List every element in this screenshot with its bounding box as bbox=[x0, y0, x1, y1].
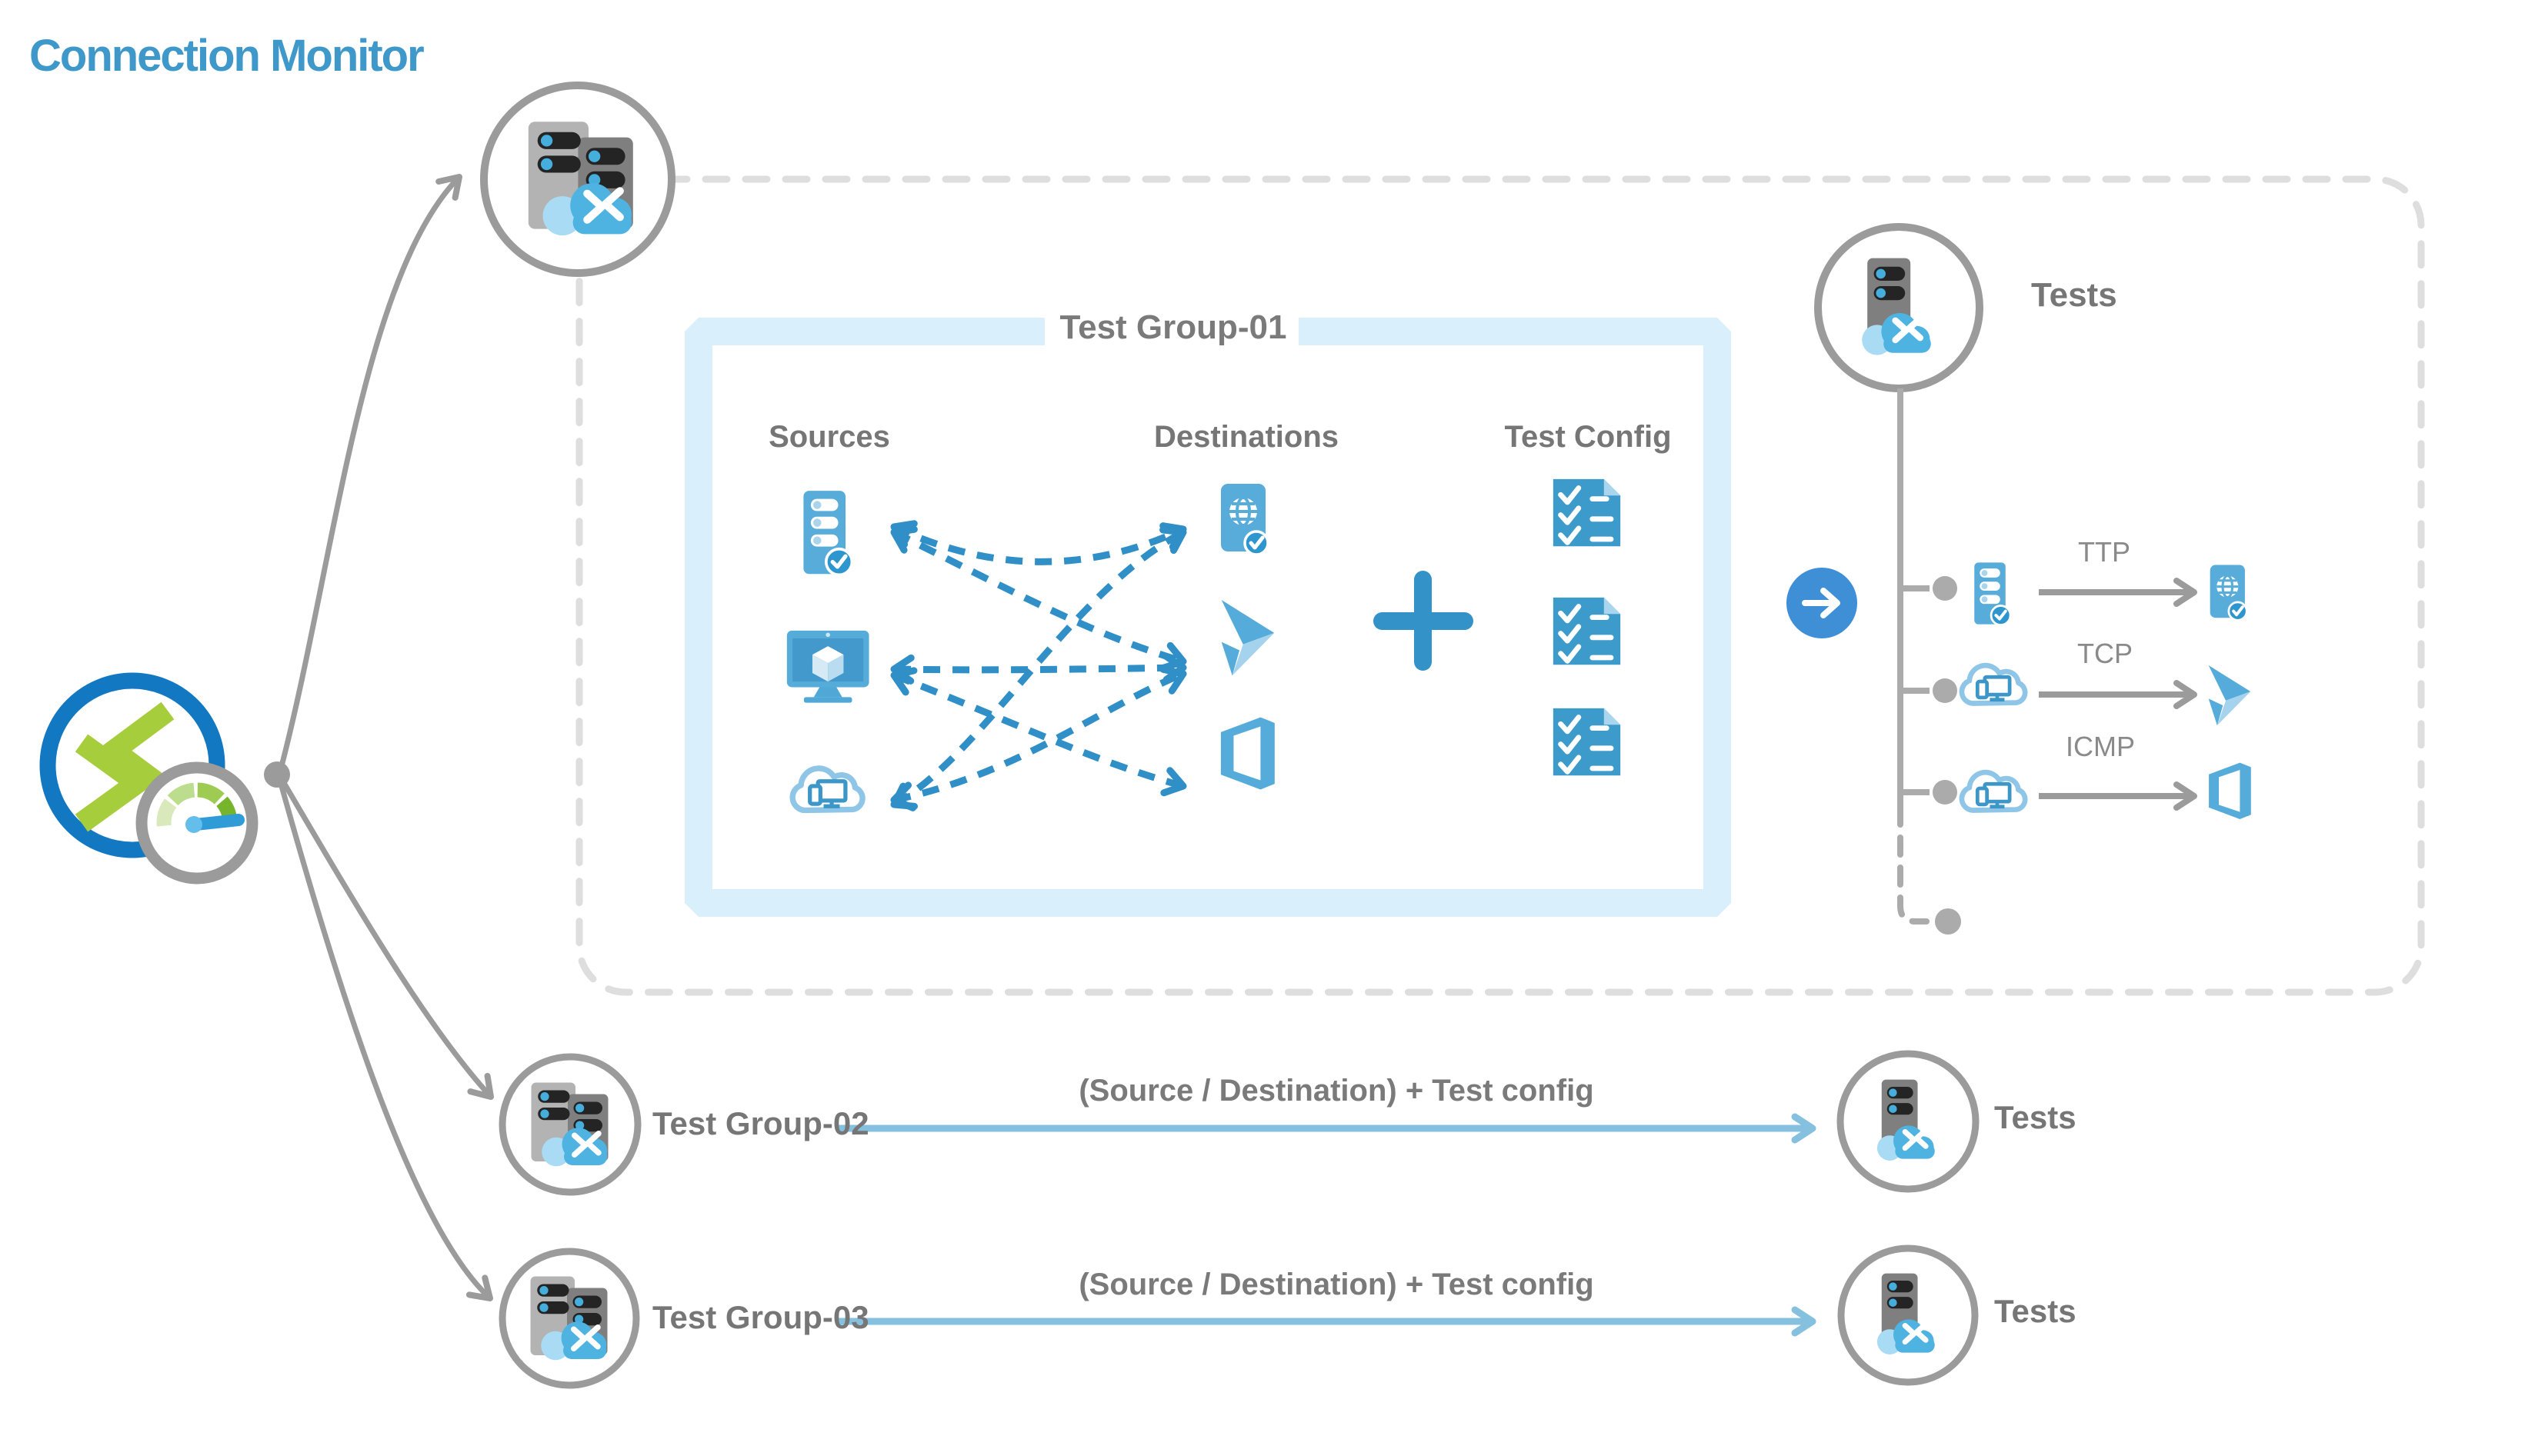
office-365-icon bbox=[1220, 717, 1275, 790]
dual-server-cloud-icon bbox=[529, 122, 633, 235]
flow-arrow-label-02: (Source / Destination) + Test config bbox=[1079, 1074, 1594, 1108]
dynamics-365-icon bbox=[2208, 665, 2251, 726]
web-app-check-icon bbox=[1221, 484, 1268, 555]
dual-server-cloud-icon bbox=[531, 1277, 608, 1361]
cloud-devices-icon bbox=[1962, 772, 2025, 810]
destinations-column-header: Destinations bbox=[1153, 420, 1339, 454]
cloud-devices-icon bbox=[792, 768, 862, 811]
arrow-right-circle-icon bbox=[1786, 568, 1857, 638]
test-group-03-label: Test Group-03 bbox=[652, 1299, 869, 1335]
checklist-doc-icon bbox=[1553, 598, 1620, 665]
source-destination-links bbox=[890, 520, 1187, 811]
vm-server-check-icon bbox=[1973, 561, 2012, 627]
fan-out-arrows bbox=[264, 174, 494, 1301]
protocol-label-tcp: TCP bbox=[2077, 638, 2133, 669]
test-config-column-header: Test Config bbox=[1504, 420, 1672, 454]
monitor-cube-icon bbox=[786, 630, 869, 703]
plus-icon bbox=[1373, 571, 1473, 671]
tests-label: Tests bbox=[2031, 276, 2117, 314]
web-app-check-icon bbox=[2208, 563, 2249, 622]
checklist-doc-icon bbox=[1553, 479, 1620, 546]
page-title: Connection Monitor bbox=[29, 31, 425, 81]
protocol-label-icmp: ICMP bbox=[2066, 731, 2135, 762]
checklist-doc-icon bbox=[1553, 708, 1620, 775]
sources-column-header: Sources bbox=[769, 420, 890, 454]
tests-label-02: Tests bbox=[1994, 1099, 2076, 1135]
tests-tree bbox=[1897, 388, 1961, 935]
dynamics-365-icon bbox=[1221, 600, 1275, 676]
dual-server-cloud-icon bbox=[532, 1083, 609, 1167]
vm-server-check-icon bbox=[803, 491, 852, 575]
test-group-01-panel bbox=[685, 314, 1731, 917]
cloud-devices-icon bbox=[1962, 665, 2025, 703]
flow-arrow-label-03: (Source / Destination) + Test config bbox=[1079, 1268, 1594, 1301]
protocol-rows bbox=[1962, 561, 2251, 820]
connection-monitor-gauge-icon bbox=[39, 672, 259, 885]
test-group-01-label: Test Group-01 bbox=[1059, 308, 1287, 346]
tests-label-03: Tests bbox=[1994, 1293, 2076, 1329]
protocol-label-ttp: TTP bbox=[2078, 536, 2130, 568]
test-group-02-label: Test Group-02 bbox=[652, 1105, 869, 1141]
dashed-boundary bbox=[575, 175, 2425, 996]
office-365-icon bbox=[2209, 762, 2251, 820]
